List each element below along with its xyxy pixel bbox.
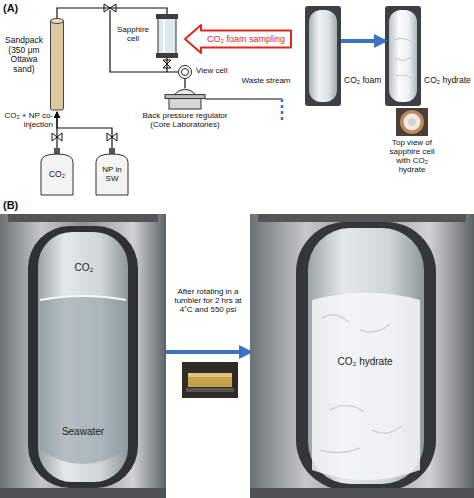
- cell-photo-after: CO₂ hydrate: [250, 214, 474, 498]
- hydrate-core: [408, 118, 416, 126]
- view-cell: View cell: [178, 65, 192, 79]
- node-text: Waste stream: [238, 77, 294, 86]
- node-text: CO₂: [40, 170, 74, 180]
- bottom-clamp: [0, 488, 166, 498]
- valve-symbol: [52, 133, 62, 141]
- hydrate-texture: [320, 315, 402, 453]
- flow-pipe: [57, 8, 167, 18]
- tube-frame: [305, 6, 341, 106]
- cell-window: [28, 226, 138, 488]
- foam-tube: [309, 10, 337, 102]
- top-clamp: [258, 214, 466, 222]
- meniscus: [40, 296, 126, 300]
- glass-tube: [38, 232, 128, 482]
- top-clamp: [8, 214, 158, 222]
- cyl-outline: [50, 18, 64, 112]
- tumbler-base: [186, 388, 234, 392]
- node-text: CO₂: [64, 262, 104, 273]
- valve-symbol: [163, 60, 171, 68]
- flow-pipe: [57, 112, 112, 148]
- node-text: CO₂ foam: [344, 76, 384, 86]
- cell-ring: [400, 110, 424, 134]
- glass-tube: [308, 228, 424, 484]
- foam-photo: CO₂ foam: [305, 6, 341, 106]
- cell-photo-before: CO₂ Seawater: [0, 214, 166, 498]
- tumbler-photo: [182, 362, 238, 398]
- panel-label: (B): [3, 199, 33, 211]
- cell-outline: [156, 14, 178, 58]
- node-text: CO₂ foam sampling: [202, 34, 290, 44]
- cell-housing: [250, 214, 474, 498]
- process-arrow: [166, 350, 250, 354]
- sapphire-cell: Sapphire cell: [156, 14, 178, 58]
- bpr-outline: [165, 88, 205, 110]
- tumbler-block: [188, 373, 232, 387]
- back-pressure-regulator: Back pressure regulator (Core Laboratori…: [165, 88, 205, 110]
- hydrate-texture: [394, 38, 412, 79]
- tumbler-highlight: [188, 373, 232, 377]
- process-arrow: [341, 39, 385, 43]
- circle-outline: [178, 65, 192, 79]
- flow-pipe: [205, 98, 238, 99]
- hydrate-mass: [312, 293, 420, 481]
- flow-pipe: [167, 58, 178, 72]
- node-text: View cell: [196, 67, 240, 76]
- node-text: NP in SW: [95, 166, 129, 184]
- top-view-photo: Top view of sapphire cell with CO₂ hydra…: [396, 108, 428, 136]
- node-text: CO₂ hydrate: [424, 76, 474, 86]
- cell-housing: [0, 214, 166, 498]
- node-text: Sapphire cell: [114, 26, 152, 44]
- flow-pipe: [184, 79, 185, 88]
- panel-label: (A): [3, 2, 33, 14]
- node-text: Sandpack (350 μm Ottawa sand): [1, 36, 47, 74]
- node-text: Top view of sapphire cell with CO₂ hydra…: [382, 139, 442, 175]
- seawater-volume: [40, 296, 126, 464]
- photo-background: [396, 108, 428, 136]
- node-text: Back pressure regulator (Core Laboratori…: [140, 112, 230, 130]
- edge-label: After rotating in a tumbler for 2 hrs at…: [168, 288, 248, 315]
- sandpack-column: Sandpack (350 μm Ottawa sand): [50, 18, 64, 112]
- valve-symbol: [107, 133, 117, 141]
- cell-window: [296, 222, 436, 490]
- node-text: CO₂ hydrate: [327, 356, 403, 367]
- hydrate-tube: [389, 10, 417, 102]
- hydrate-photo: CO₂ hydrate: [385, 6, 421, 106]
- nanoparticle-cylinder: NP in SW: [95, 148, 129, 196]
- waste-stream: Waste stream: [238, 77, 294, 121]
- tube-frame: [385, 6, 421, 106]
- node-text: Seawater: [46, 426, 120, 437]
- flow-pipe: [56, 112, 57, 148]
- three-way-valve: [104, 4, 116, 12]
- sampling-callout-arrow: CO₂ foam sampling: [184, 24, 292, 54]
- bottom-clamp: [250, 488, 474, 498]
- co2-cylinder: CO₂: [40, 148, 74, 196]
- flow-note: CO₂ + NP co-injection: [3, 112, 53, 130]
- hydrate-disc: [404, 114, 421, 131]
